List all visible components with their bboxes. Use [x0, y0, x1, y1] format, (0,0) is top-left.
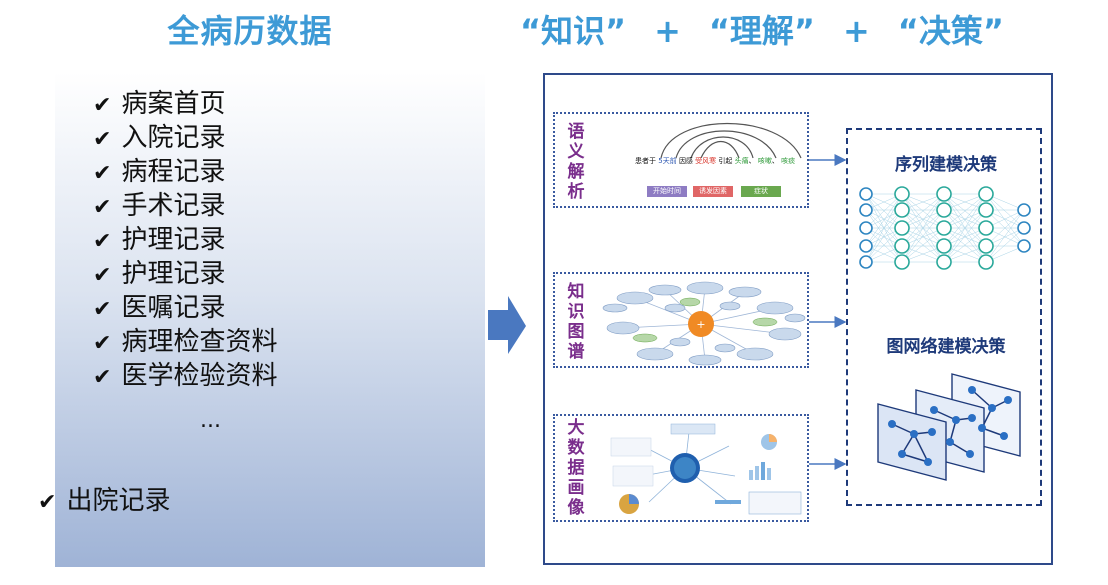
record-item: ✔手术记录 — [93, 191, 226, 221]
tag-trigger: 诱发因素 — [693, 186, 733, 197]
knowledge-graph-image: + — [602, 281, 806, 366]
record-item: ✔病案首页 — [93, 89, 226, 119]
record-item: ✔入院记录 — [93, 123, 226, 153]
graph-network-icon — [877, 373, 1021, 481]
dependency-arcs — [660, 123, 802, 159]
check-icon: ✔ — [38, 490, 57, 515]
check-icon: ✔ — [93, 127, 112, 152]
patient-profile-image — [610, 423, 802, 515]
check-icon: ✔ — [93, 229, 112, 254]
module-label-bigdata: 大数据画像 — [567, 418, 585, 518]
knowledge-graph-module: 知识图谱 + — [553, 272, 809, 368]
title-decision: “决策” — [897, 12, 1004, 50]
check-icon: ✔ — [93, 93, 112, 118]
record-item: ✔护理记录 — [93, 225, 226, 255]
neural-network-icon — [859, 186, 1031, 270]
check-icon: ✔ — [93, 195, 112, 220]
record-item-discharge: ✔出院记录 — [38, 486, 171, 516]
check-icon: ✔ — [93, 161, 112, 186]
connector-arrows — [809, 154, 847, 470]
title-plus-2: + — [842, 12, 870, 50]
check-icon: ✔ — [93, 297, 112, 322]
title-knowledge: “知识” — [520, 12, 627, 50]
title-plus-1: + — [654, 12, 681, 50]
record-item: ✔医学检验资料 — [93, 361, 278, 391]
check-icon: ✔ — [93, 365, 112, 390]
semantic-sentence: 患者于 5天前 因感 受风寒 引起 头痛、 咳嗽、 咳痰 — [635, 157, 796, 165]
module-label-semantic: 语义解析 — [567, 122, 585, 202]
semantic-parsing-module: 语义解析 患者于 5天前 因感 受风寒 引起 头痛、 咳嗽、 咳痰 开始时间 诱… — [553, 112, 809, 208]
check-icon: ✔ — [93, 331, 112, 356]
title-understanding: “理解” — [708, 12, 815, 50]
record-item: ✔病理检查资料 — [93, 327, 278, 357]
big-data-profile-module: 大数据画像 — [553, 414, 809, 522]
check-icon: ✔ — [93, 263, 112, 288]
flow-arrow-icon — [488, 296, 526, 354]
sequence-decision-title: 序列建模决策 — [895, 155, 997, 175]
right-title: “知识” + “理解” + “决策” — [520, 6, 1108, 52]
module-label-knowledge: 知识图谱 — [567, 282, 585, 362]
svg-text:+: + — [696, 318, 705, 331]
decision-box: 序列建模决策 图网络建模决策 — [846, 128, 1042, 506]
record-list: ✔病案首页 ✔入院记录 ✔病程记录 ✔手术记录 ✔护理记录 ✔护理记录 ✔医嘱记… — [93, 88, 277, 394]
tag-start-time: 开始时间 — [647, 186, 687, 197]
record-item: ✔病程记录 — [93, 157, 226, 187]
graph-decision-title: 图网络建模决策 — [886, 337, 1006, 357]
tag-symptom: 症状 — [741, 186, 781, 197]
medical-record-panel: ✔病案首页 ✔入院记录 ✔病程记录 ✔手术记录 ✔护理记录 ✔护理记录 ✔医嘱记… — [55, 72, 485, 567]
record-item: ✔护理记录 — [93, 259, 226, 289]
record-ellipsis: ... — [200, 408, 221, 433]
record-item: ✔医嘱记录 — [93, 293, 226, 323]
left-title: 全病历数据 — [167, 12, 333, 50]
